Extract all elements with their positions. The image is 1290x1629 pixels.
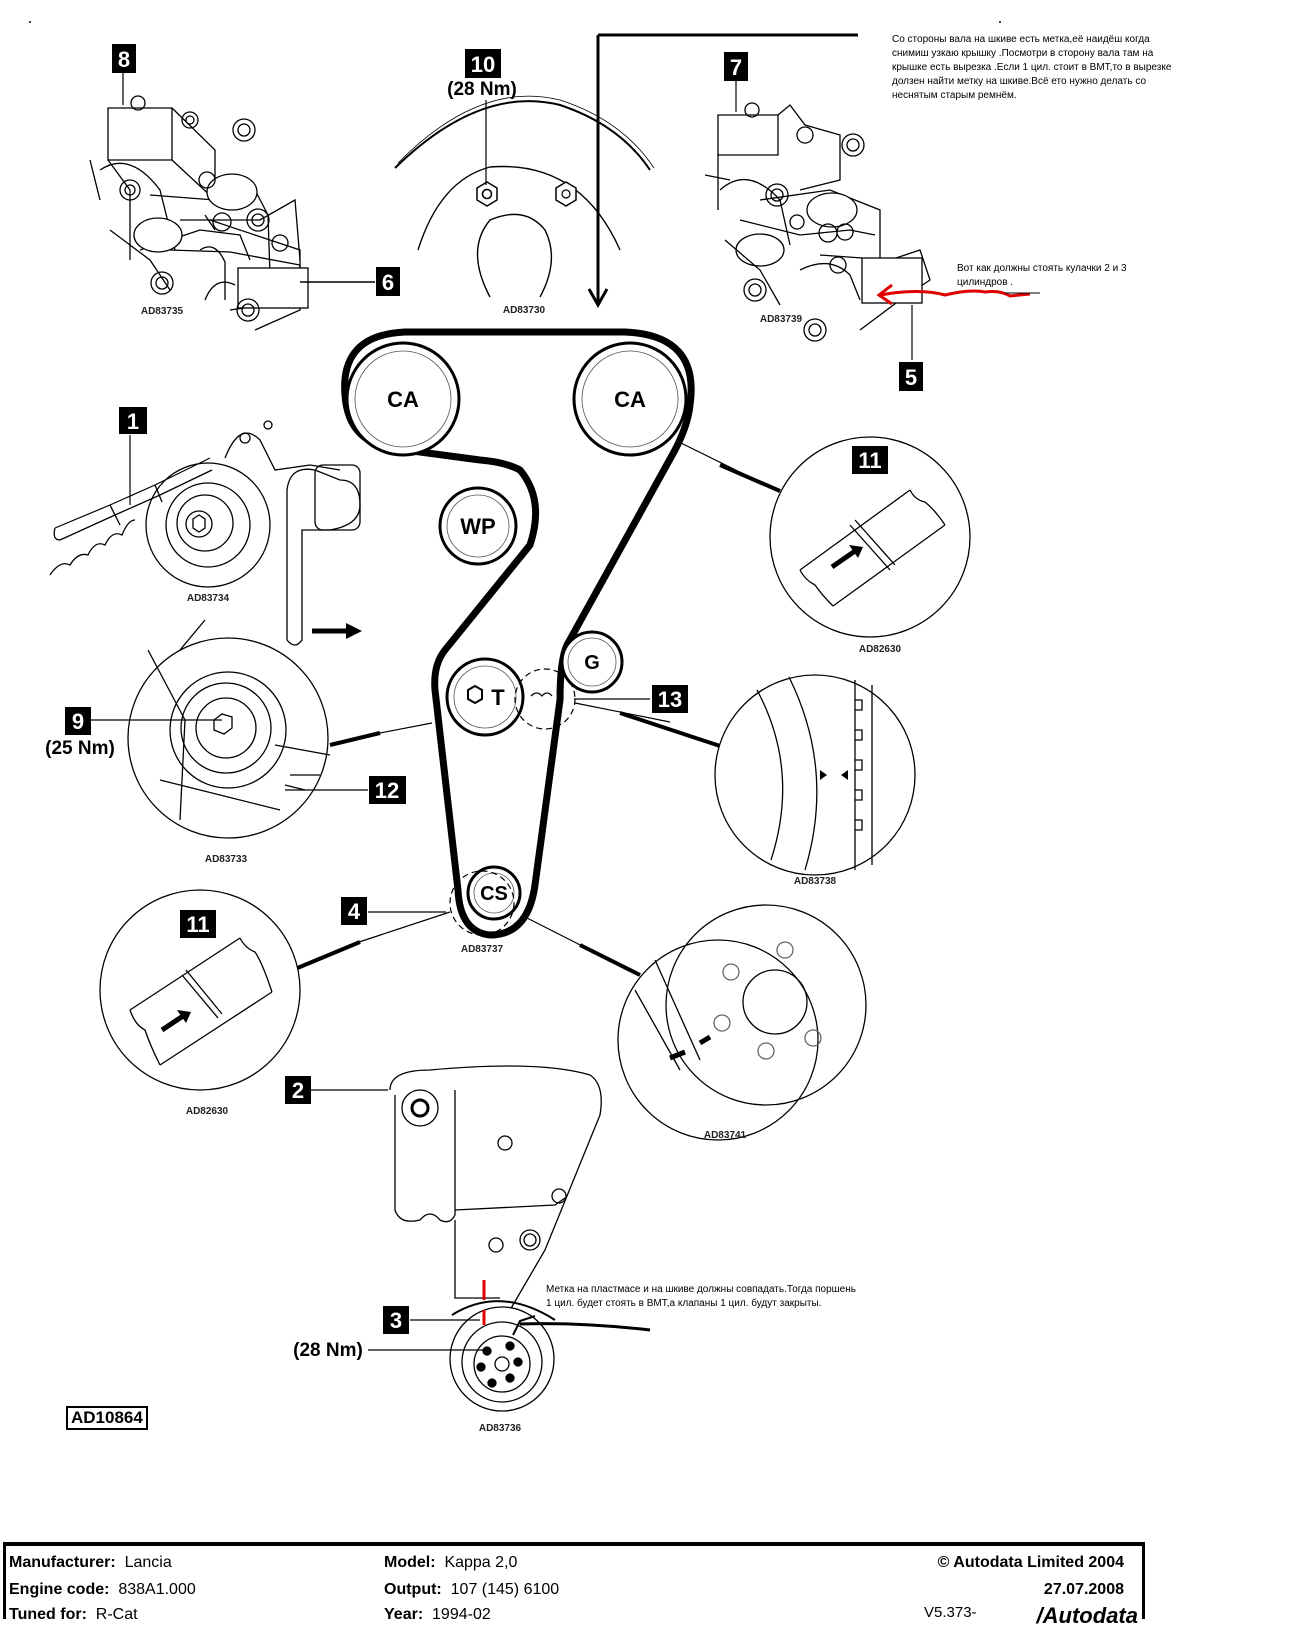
- svg-text:3: 3: [390, 1308, 402, 1333]
- figure-ref: AD83738: [794, 876, 837, 887]
- label: Engine code:: [9, 1581, 110, 1598]
- callout-4: 4: [341, 897, 367, 925]
- copyright: © Autodata Limited 2004: [937, 1554, 1124, 1571]
- manufacturer-row: Manufacturer: Lancia: [9, 1554, 172, 1572]
- autodata-logo: /Autodata: [1036, 1603, 1138, 1628]
- svg-text:4: 4: [348, 899, 361, 924]
- note-top: Со стороны вала на шкиве есть метка,её н…: [892, 34, 1172, 101]
- pulley-camshaft-left: [345, 341, 461, 457]
- torque-value: (28 Nm): [293, 1340, 363, 1361]
- belt-direction-detail-right: [769, 436, 971, 638]
- pulley-label: CS: [480, 883, 508, 905]
- svg-text:8: 8: [118, 47, 130, 72]
- camshaft-detail-right: [704, 102, 931, 342]
- figure-ref: AD83734: [187, 593, 230, 604]
- engine-code-value: 838A1.000: [118, 1581, 196, 1598]
- camshaft-pulley-detail: [394, 95, 655, 298]
- print-date: 27.07.2008: [1043, 1581, 1124, 1598]
- callout-7: 7: [724, 52, 748, 81]
- callout-1: 1: [119, 407, 147, 434]
- svg-text:7: 7: [730, 55, 742, 80]
- belt-layout: [341, 328, 695, 939]
- tuned-for-value: R-Cat: [95, 1606, 138, 1623]
- pulley-camshaft-right: [572, 341, 688, 457]
- year-value: 1994-02: [432, 1606, 491, 1623]
- tensioner-nut-detail: [127, 619, 331, 839]
- pulley-guide: [560, 630, 624, 694]
- svg-text:6: 6: [382, 270, 394, 295]
- belt-direction-detail-left: [99, 889, 301, 1091]
- svg-text:11: 11: [186, 912, 209, 937]
- tuned-for-row: Tuned for: R-Cat: [9, 1606, 138, 1624]
- pulley-label: CA: [614, 387, 646, 412]
- tensioner-tool-detail: [49, 420, 361, 646]
- svg-text:10: 10: [471, 52, 495, 77]
- pulley-label: T: [491, 685, 505, 710]
- engine-code-row: Engine code: 838A1.000: [9, 1581, 196, 1599]
- belt-marks-detail: [714, 674, 916, 876]
- label: Year:: [384, 1606, 424, 1623]
- callout-3: 3: [383, 1306, 409, 1334]
- crank-pulley-detail: [389, 1065, 602, 1412]
- pulley-label: WP: [460, 514, 495, 539]
- torque-value: (28 Nm): [447, 79, 517, 100]
- callout-2: 2: [285, 1076, 311, 1104]
- figure-ref: AD82630: [859, 644, 902, 655]
- pulley-tensioner: [445, 657, 525, 737]
- pulley-label: CA: [387, 387, 419, 412]
- svg-text:12: 12: [375, 778, 399, 803]
- manufacturer-value: Lancia: [124, 1554, 172, 1571]
- figure-ref: AD83735: [141, 306, 184, 317]
- label: Manufacturer:: [9, 1554, 116, 1571]
- highlight-arrow: [879, 289, 1031, 298]
- version: V5.373-: [924, 1604, 977, 1621]
- diagram-code: AD10864: [66, 1406, 148, 1430]
- figure-ref: AD83739: [760, 314, 803, 325]
- model-value: Kappa 2,0: [444, 1554, 518, 1571]
- figure-ref: AD83730: [503, 305, 546, 316]
- svg-text:13: 13: [658, 687, 682, 712]
- figure-ref: AD83741: [704, 1130, 747, 1141]
- crank-mark-detail: [617, 904, 867, 1141]
- callout-8: 8: [112, 44, 136, 73]
- callout-6: 6: [376, 267, 400, 296]
- figure-ref: AD83733: [205, 854, 248, 865]
- output-row: Output: 107 (145) 6100: [384, 1581, 559, 1599]
- svg-text:5: 5: [905, 365, 917, 390]
- callout-13: 13: [652, 685, 688, 713]
- pulley-label: G: [584, 652, 600, 674]
- note-cam: Вот как должны стоять кулачки 2 и 3 цили…: [957, 263, 1127, 288]
- model-row: Model: Kappa 2,0: [384, 1554, 517, 1572]
- hex-icon: [467, 684, 483, 705]
- figure-ref: AD83736: [479, 1423, 522, 1434]
- output-value: 107 (145) 6100: [450, 1581, 560, 1598]
- callout-9: 9: [65, 707, 91, 735]
- year-row: Year: 1994-02: [384, 1606, 491, 1624]
- figure-ref: AD82630: [186, 1106, 229, 1117]
- note-crank: Метка на пластмасе и на шкиве должны сов…: [546, 1284, 856, 1309]
- callout-12: 12: [369, 776, 406, 804]
- svg-text:9: 9: [72, 709, 84, 734]
- label: Model:: [384, 1554, 436, 1571]
- svg-text:1: 1: [127, 409, 139, 434]
- pulley-water-pump: [438, 486, 518, 566]
- figure-ref: AD83737: [461, 944, 504, 955]
- label: Output:: [384, 1581, 442, 1598]
- callout-10: 10: [465, 49, 501, 78]
- footer-info: Manufacturer: Lancia Engine code: 838A1.…: [3, 1542, 1145, 1628]
- callout-11-right: 11: [852, 446, 888, 474]
- torque-value: (25 Nm): [45, 738, 115, 759]
- svg-text:2: 2: [292, 1078, 304, 1103]
- camshaft-detail-left: [89, 95, 309, 331]
- label: Tuned for:: [9, 1606, 87, 1623]
- svg-text:11: 11: [858, 448, 881, 473]
- callout-5: 5: [899, 362, 923, 391]
- callout-11-left: 11: [180, 910, 216, 938]
